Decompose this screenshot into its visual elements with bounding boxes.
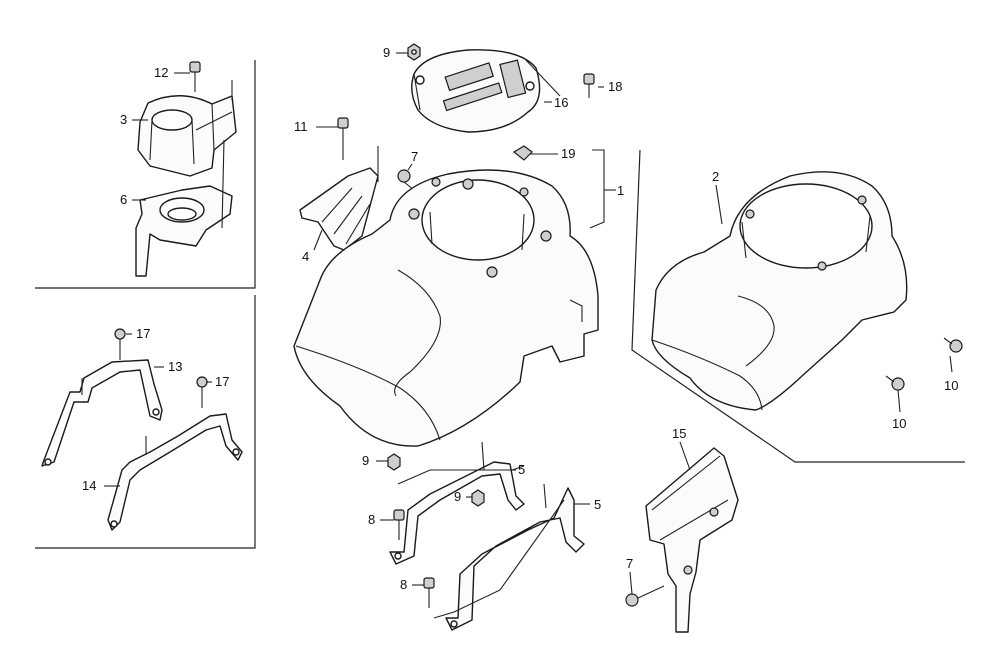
callout-12: 12 <box>154 65 168 80</box>
part-5-bracket-b <box>445 483 585 631</box>
callout-10b: 10 <box>892 416 906 431</box>
callout-5a: 5 <box>518 462 525 477</box>
callout-14: 14 <box>82 478 96 493</box>
part-17-bolt-a <box>114 328 126 360</box>
part-14-bracket <box>107 413 243 531</box>
callout-9b: 9 <box>362 453 369 468</box>
callout-10a: 10 <box>944 378 958 393</box>
part-17-bolt-b <box>196 376 208 408</box>
callout-3: 3 <box>120 112 127 127</box>
part-4-bracket <box>299 146 379 251</box>
part-8-bolt-a <box>393 509 405 540</box>
part-15-bracket <box>645 447 739 633</box>
callout-18: 18 <box>608 79 622 94</box>
callout-9a: 9 <box>383 45 390 60</box>
callout-8b: 8 <box>400 577 407 592</box>
part-7-bolt-top <box>397 169 415 191</box>
leader-lines <box>104 52 953 595</box>
part-8-bolt-b <box>423 577 435 608</box>
part-5-bracket-a <box>389 441 525 565</box>
part-9-nut-c <box>471 489 485 507</box>
callout-16: 16 <box>554 95 568 110</box>
callout-9c: 9 <box>454 489 461 504</box>
part-16-cover <box>411 49 541 133</box>
part-1-shroud <box>293 169 599 447</box>
part-12-bolt <box>189 61 201 92</box>
callout-17b: 17 <box>215 374 229 389</box>
part-19-clip <box>512 145 533 161</box>
part-11-bolt <box>337 117 349 160</box>
part-6-plate <box>135 139 233 277</box>
part-9-nut-b <box>387 453 401 471</box>
callout-2: 2 <box>712 169 719 184</box>
part-2-shroud <box>651 171 908 411</box>
callout-17a: 17 <box>136 326 150 341</box>
part-3-bracket <box>137 95 237 177</box>
part-10-bolt-a <box>943 337 963 353</box>
section-frames <box>35 60 965 549</box>
part-9-nut-top <box>407 43 421 61</box>
callout-5b: 5 <box>594 497 601 512</box>
callout-7b: 7 <box>626 556 633 571</box>
callout-6: 6 <box>120 192 127 207</box>
callout-11: 11 <box>294 119 308 134</box>
callout-19: 19 <box>561 146 575 161</box>
callout-7a: 7 <box>411 149 418 164</box>
part-18-bolt <box>583 73 595 98</box>
callout-labels: 1 2 3 4 5 5 6 7 7 8 8 9 9 9 10 10 11 12 … <box>82 45 958 592</box>
callout-1: 1 <box>617 183 624 198</box>
callout-15: 15 <box>672 426 686 441</box>
part-13-bracket <box>41 359 163 467</box>
part-10-bolt-b <box>885 375 905 391</box>
callout-4: 4 <box>302 249 309 264</box>
callout-8a: 8 <box>368 512 375 527</box>
callout-13: 13 <box>168 359 182 374</box>
